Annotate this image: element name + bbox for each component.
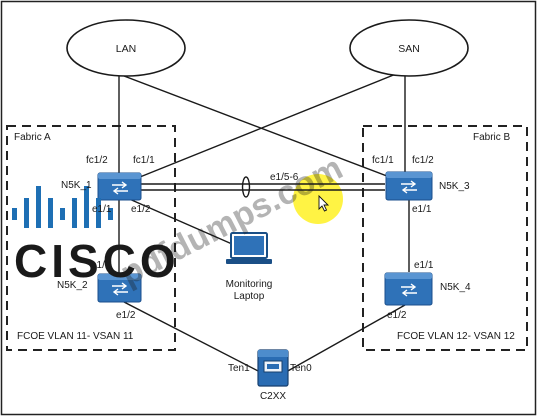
port-n5k4-e11: e1/1 bbox=[414, 260, 434, 271]
port-n5k2-e12: e1/2 bbox=[116, 310, 136, 321]
laptop-icon[interactable] bbox=[226, 232, 272, 264]
switch-n5k-2[interactable] bbox=[97, 273, 142, 303]
switch-n5k-2-name: N5K_2 bbox=[57, 280, 88, 291]
laptop-label-line1: Monitoring bbox=[226, 279, 273, 290]
switch-arrows-icon bbox=[112, 282, 128, 296]
link-e156-label: e1/5-6 bbox=[270, 172, 299, 183]
port-c2xx-ten1: Ten1 bbox=[228, 363, 250, 374]
fabric-a-label: Fabric A bbox=[14, 132, 51, 143]
port-n5k3-fc12: fc1/2 bbox=[412, 155, 434, 166]
port-channel-ring bbox=[241, 176, 251, 198]
link-n5k4-c2xx bbox=[285, 304, 406, 373]
laptop-label-line2: Laptop bbox=[234, 291, 265, 302]
links bbox=[118, 71, 410, 374]
switch-arrows-icon bbox=[401, 180, 417, 194]
switch-arrows-icon bbox=[401, 283, 417, 297]
lan-cloud bbox=[66, 19, 186, 77]
san-label: SAN bbox=[398, 43, 420, 55]
fabric-b-label: Fabric B bbox=[473, 132, 511, 143]
port-n5k2-e11: e1/1 bbox=[91, 260, 111, 271]
fabric-b-box bbox=[362, 125, 528, 351]
port-c2xx-ten0: Ten0 bbox=[290, 363, 312, 374]
link-n5k2-c2xx bbox=[123, 301, 263, 374]
port-n5k3-e11: e1/1 bbox=[412, 204, 432, 215]
fabric-a-box bbox=[6, 125, 176, 351]
fabric-b-vlan: FCOE VLAN 12- VSAN 12 bbox=[397, 331, 515, 342]
port-n5k1-e12: e1/2 bbox=[131, 204, 151, 215]
cisco-logo: CISCO bbox=[12, 186, 180, 287]
port-n5k1-e11: e1/1 bbox=[92, 204, 112, 215]
port-n5k1-fc12: fc1/2 bbox=[86, 155, 108, 166]
lan-label: LAN bbox=[116, 43, 136, 55]
link-san-n5k1 bbox=[129, 71, 402, 182]
link-n5k1-laptop bbox=[126, 197, 233, 245]
c2xx-device-icon[interactable] bbox=[257, 349, 289, 387]
port-n5k3-fc11: fc1/1 bbox=[372, 155, 394, 166]
port-n5k4-e12: e1/2 bbox=[387, 310, 407, 321]
switch-n5k-3[interactable] bbox=[385, 171, 433, 201]
switch-n5k-1-name: N5K_1 bbox=[61, 180, 92, 191]
mouse-pointer-icon bbox=[318, 194, 330, 212]
switch-n5k-1[interactable] bbox=[97, 172, 142, 201]
switch-n5k-4-name: N5K_4 bbox=[440, 282, 471, 293]
switch-arrows-icon bbox=[112, 181, 128, 195]
port-n5k1-fc11: fc1/1 bbox=[133, 155, 155, 166]
switch-n5k-3-name: N5K_3 bbox=[439, 181, 470, 192]
cisco-logo-text: CISCO bbox=[14, 235, 180, 287]
fabric-a-vlan: FCOE VLAN 11- VSAN 11 bbox=[17, 331, 134, 342]
switch-n5k-4[interactable] bbox=[384, 272, 433, 306]
c2xx-label: C2XX bbox=[260, 391, 286, 402]
cursor-highlight bbox=[293, 174, 343, 224]
san-cloud bbox=[349, 19, 469, 77]
